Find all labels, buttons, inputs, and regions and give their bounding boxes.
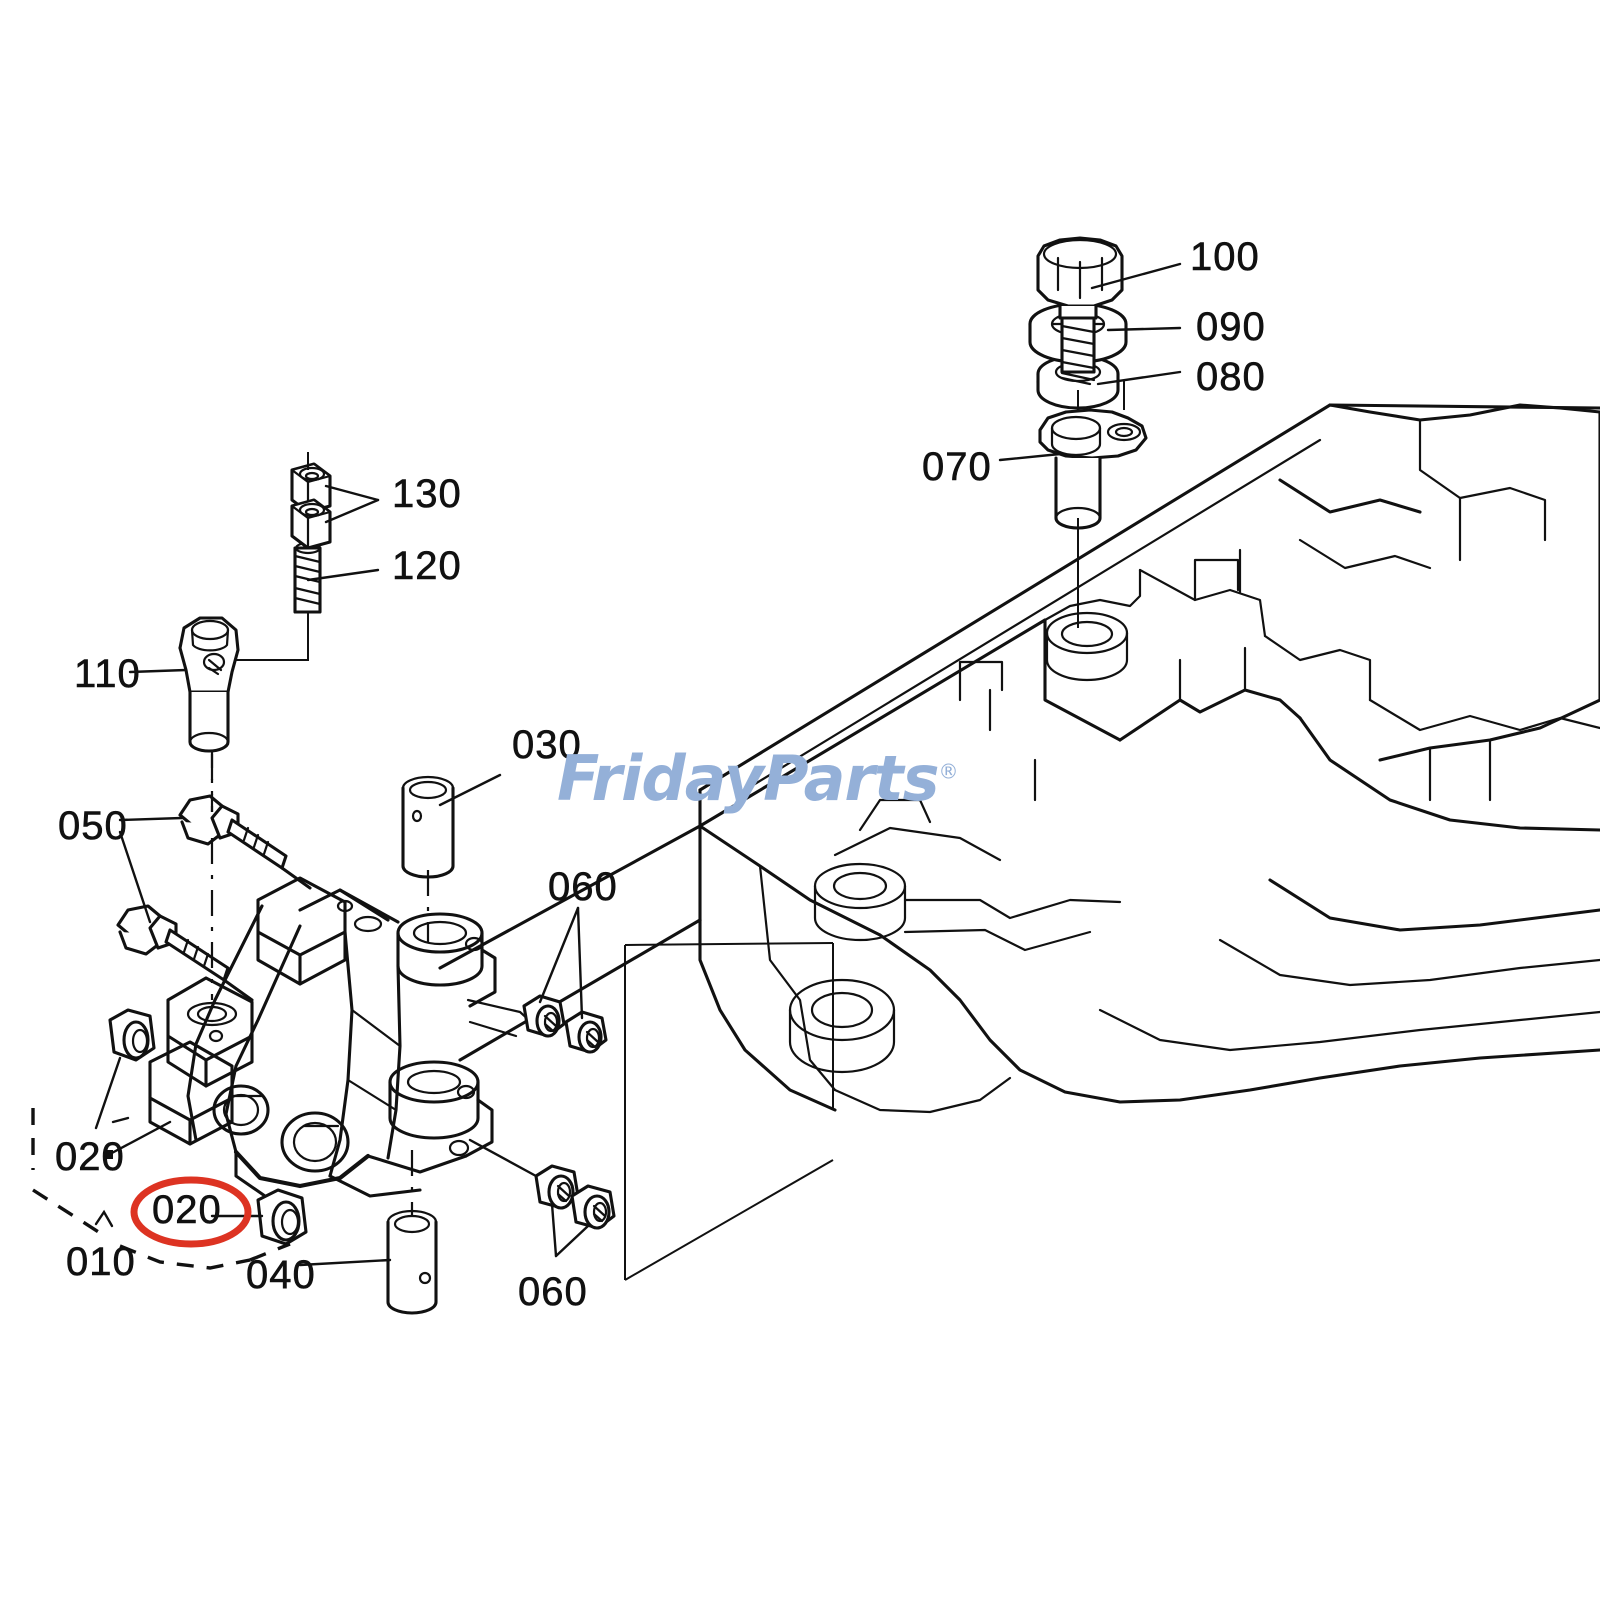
part-090-washer: [1028, 302, 1182, 364]
part-030-bushing: [401, 773, 502, 942]
part-060-upper-nuts: [522, 906, 608, 1054]
callout-label-070: 070: [922, 445, 992, 490]
part-040-bushing: [298, 1150, 438, 1315]
callout-label-090: 090: [1196, 305, 1266, 350]
axle-housing-group: [698, 403, 1600, 1114]
callout-label-130: 130: [392, 472, 462, 517]
callout-label-060-lower: 060: [518, 1270, 588, 1315]
highlight-ellipse: [130, 1176, 252, 1248]
callout-label-040: 040: [246, 1253, 316, 1298]
part-130-nuts: [290, 452, 380, 550]
knuckle-casting: [148, 876, 542, 1198]
callout-label-060-upper: 060: [548, 865, 618, 910]
callout-label-110: 110: [74, 652, 141, 697]
callout-label-050: 050: [58, 804, 128, 849]
watermark-registered-icon: ®: [938, 759, 959, 784]
callout-label-120: 120: [392, 544, 462, 589]
part-120-stud: [236, 541, 380, 661]
section-plane: [624, 942, 834, 1281]
callout-label-020-highlighted: 020: [152, 1188, 222, 1233]
callout-label-010: 010: [66, 1240, 136, 1285]
watermark-text-friday: Friday: [557, 742, 764, 815]
part-060-lower-nuts: [468, 1138, 616, 1258]
part-110-king-pin: [128, 616, 240, 812]
watermark-text-parts: Parts: [763, 742, 939, 815]
group-010-boundary: [31, 1108, 291, 1270]
callout-label-020-upper: 020: [55, 1135, 125, 1180]
part-020-bushings: [94, 1008, 308, 1246]
callout-label-100: 100: [1190, 235, 1260, 280]
callout-label-030: 030: [512, 723, 582, 768]
part-070-king-pin: [998, 380, 1148, 628]
callout-label-080: 080: [1196, 355, 1266, 400]
fridayparts-watermark: FridayParts®: [557, 742, 959, 815]
part-080-washer: [1036, 354, 1182, 412]
part-100-bolt: [1036, 236, 1182, 374]
part-050-bolts: [116, 742, 312, 1002]
